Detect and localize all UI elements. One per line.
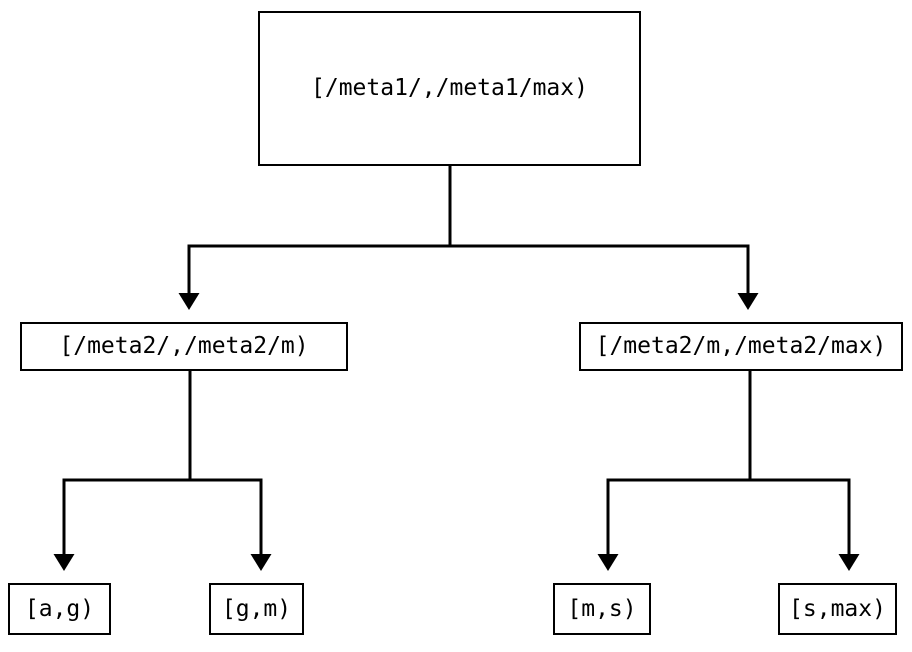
- tree-node-leaf-4-label: [s,max): [789, 595, 886, 622]
- tree-node-leaf-2[interactable]: [g,m): [209, 583, 304, 635]
- arrowhead-icon: [597, 554, 619, 571]
- arrowhead-icon: [737, 293, 759, 310]
- arrowhead-icon: [838, 554, 860, 571]
- edge-mid-right-to-leaf-4: [750, 478, 860, 571]
- tree-node-root-label: [/meta1/,/meta1/max): [311, 75, 588, 101]
- edge-mid-left-to-leaf-2: [190, 478, 272, 571]
- tree-node-mid-right[interactable]: [/meta2/m,/meta2/max): [579, 322, 903, 371]
- tree-node-leaf-3-label: [m,s): [567, 595, 637, 622]
- tree-node-leaf-2-label: [g,m): [221, 595, 292, 622]
- tree-node-leaf-1[interactable]: [a,g): [8, 583, 111, 635]
- tree-node-root[interactable]: [/meta1/,/meta1/max): [258, 11, 641, 166]
- edge-root-to-mid-left: [178, 166, 452, 310]
- tree-node-mid-left-label: [/meta2/,/meta2/m): [59, 333, 309, 359]
- tree-node-mid-right-label: [/meta2/m,/meta2/max): [595, 333, 887, 359]
- arrowhead-icon: [178, 293, 200, 310]
- edge-mid-right-to-leaf-3: [597, 371, 752, 571]
- arrowhead-icon: [53, 554, 75, 571]
- tree-node-leaf-3[interactable]: [m,s): [553, 583, 651, 635]
- tree-node-leaf-4[interactable]: [s,max): [778, 583, 897, 635]
- arrowhead-icon: [250, 554, 272, 571]
- edge-mid-left-to-leaf-1: [53, 371, 192, 571]
- tree-node-leaf-1-label: [a,g): [24, 595, 95, 622]
- tree-node-mid-left[interactable]: [/meta2/,/meta2/m): [20, 322, 348, 371]
- edge-root-to-mid-right: [450, 244, 759, 310]
